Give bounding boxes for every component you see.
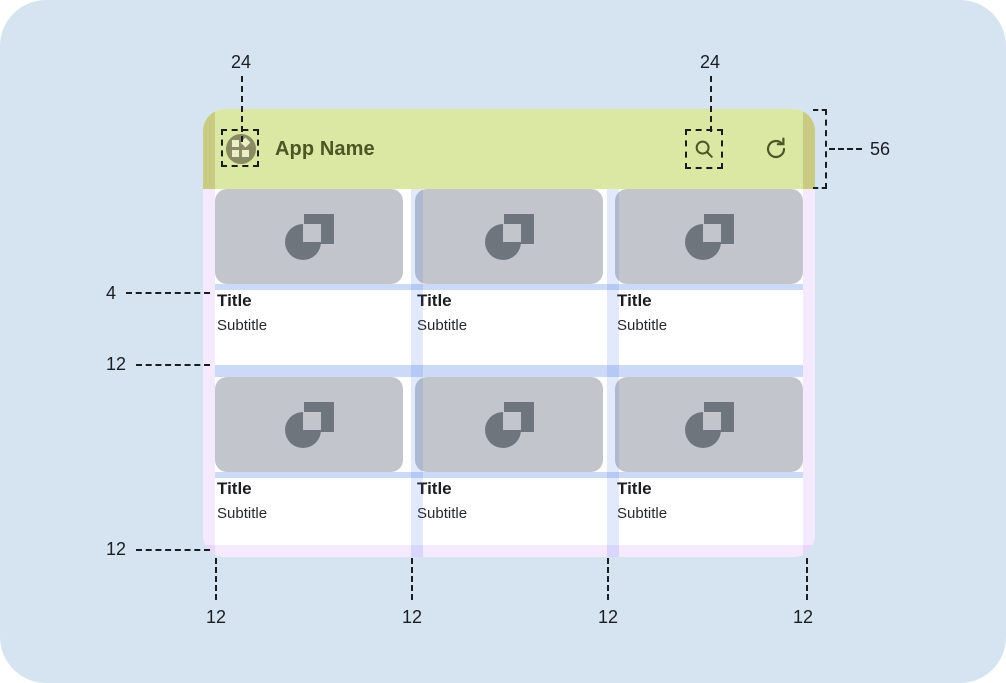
leader-4 xyxy=(126,292,210,294)
leader-12-bottom-3 xyxy=(607,558,609,600)
image-placeholder-icon xyxy=(682,213,736,260)
card-subtitle: Subtitle xyxy=(417,504,468,522)
leader-12-rowgap xyxy=(136,364,210,366)
card-subtitle: Subtitle xyxy=(617,316,668,334)
card[interactable]: Title Subtitle xyxy=(415,377,603,553)
search-icon[interactable] xyxy=(685,129,723,169)
image-placeholder-icon xyxy=(682,401,736,448)
card[interactable]: Title Subtitle xyxy=(215,189,403,365)
card-media xyxy=(215,377,403,472)
image-placeholder-icon xyxy=(282,401,336,448)
card[interactable]: Title Subtitle xyxy=(615,189,803,365)
annotation-56: 56 xyxy=(870,139,891,159)
card-row: Title Subtitle Title Subtitle xyxy=(215,189,803,365)
annotation-4: 4 xyxy=(106,283,117,303)
card-media xyxy=(415,189,603,284)
card[interactable]: Title Subtitle xyxy=(615,377,803,553)
card-media xyxy=(615,377,803,472)
card-text: Title Subtitle xyxy=(415,472,603,522)
card-media xyxy=(415,377,603,472)
card-text: Title Subtitle xyxy=(415,284,603,334)
image-placeholder-icon xyxy=(482,213,536,260)
card-text: Title Subtitle xyxy=(615,472,803,522)
leader-56 xyxy=(829,148,862,150)
annotation-12-bottom-3: 12 xyxy=(598,607,619,627)
refresh-icon[interactable] xyxy=(761,134,791,164)
annotation-12-bottom-margin: 12 xyxy=(106,539,127,559)
app-bar: App Name xyxy=(203,109,815,189)
bracket-appbar-height xyxy=(813,109,827,189)
card-title: Title xyxy=(617,479,652,498)
leader-12-bottom-2 xyxy=(411,558,413,600)
logo-square-br xyxy=(242,150,249,157)
app-title: App Name xyxy=(275,137,375,160)
card-text: Title Subtitle xyxy=(215,472,403,522)
logo-square-tl xyxy=(232,140,239,147)
card[interactable]: Title Subtitle xyxy=(215,377,403,553)
leader-12-bottom-margin xyxy=(136,549,210,551)
card-text: Title Subtitle xyxy=(215,284,403,334)
card-text: Title Subtitle xyxy=(615,284,803,334)
card-title: Title xyxy=(617,291,652,310)
card-subtitle: Subtitle xyxy=(417,316,468,334)
logo-square-bl xyxy=(232,150,239,157)
card-media xyxy=(215,189,403,284)
image-placeholder-icon xyxy=(482,401,536,448)
annotation-12-bottom-1: 12 xyxy=(206,607,227,627)
annotation-24-left: 24 xyxy=(231,52,252,72)
card-row: Title Subtitle Title Subtitle xyxy=(215,377,803,553)
annotation-24-right: 24 xyxy=(700,52,721,72)
card-media xyxy=(615,189,803,284)
card-subtitle: Subtitle xyxy=(217,504,268,522)
card-title: Title xyxy=(417,291,452,310)
card-subtitle: Subtitle xyxy=(217,316,268,334)
leader-12-bottom-4 xyxy=(806,558,808,600)
card-title: Title xyxy=(417,479,452,498)
card-grid: Title Subtitle Title Subtitle xyxy=(203,189,815,557)
card-title: Title xyxy=(217,291,252,310)
annotation-12-rowgap: 12 xyxy=(106,354,127,374)
leader-24-left xyxy=(241,76,243,142)
annotation-12-bottom-2: 12 xyxy=(402,607,423,627)
card[interactable]: Title Subtitle xyxy=(415,189,603,365)
leader-24-right xyxy=(710,76,712,132)
leader-12-bottom-1 xyxy=(215,558,217,600)
app-frame: App Name xyxy=(203,109,815,557)
card-title: Title xyxy=(217,479,252,498)
annotation-12-bottom-4: 12 xyxy=(793,607,814,627)
card-subtitle: Subtitle xyxy=(617,504,668,522)
image-placeholder-icon xyxy=(282,213,336,260)
